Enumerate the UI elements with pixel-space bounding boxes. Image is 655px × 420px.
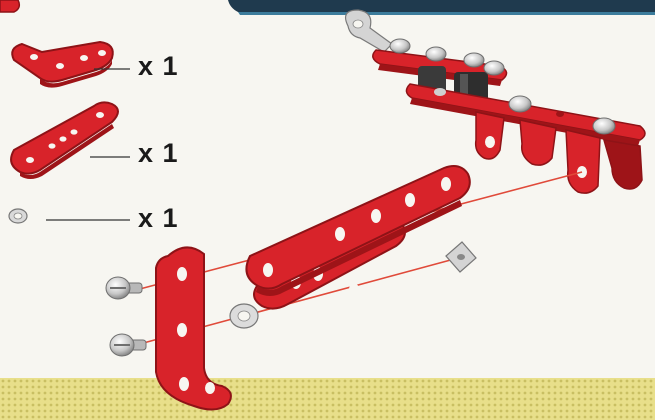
washer-icon	[9, 209, 27, 223]
quantity-label: x 1	[138, 140, 179, 167]
strip-plate-icon	[11, 102, 118, 179]
header-bar	[228, 0, 655, 15]
long-strip-part	[246, 166, 469, 296]
l-bracket-part	[156, 247, 231, 409]
l-bracket-icon	[12, 42, 113, 88]
bolt-part	[110, 334, 146, 356]
bolt-part	[106, 277, 142, 299]
existing-assembly	[346, 10, 645, 193]
floor-band	[0, 378, 655, 420]
quantity-label: x 1	[138, 53, 179, 80]
partial-part-icon	[0, 0, 19, 12]
washer-part	[230, 304, 258, 328]
square-nut	[446, 242, 476, 272]
quantity-label: x 1	[138, 205, 179, 232]
